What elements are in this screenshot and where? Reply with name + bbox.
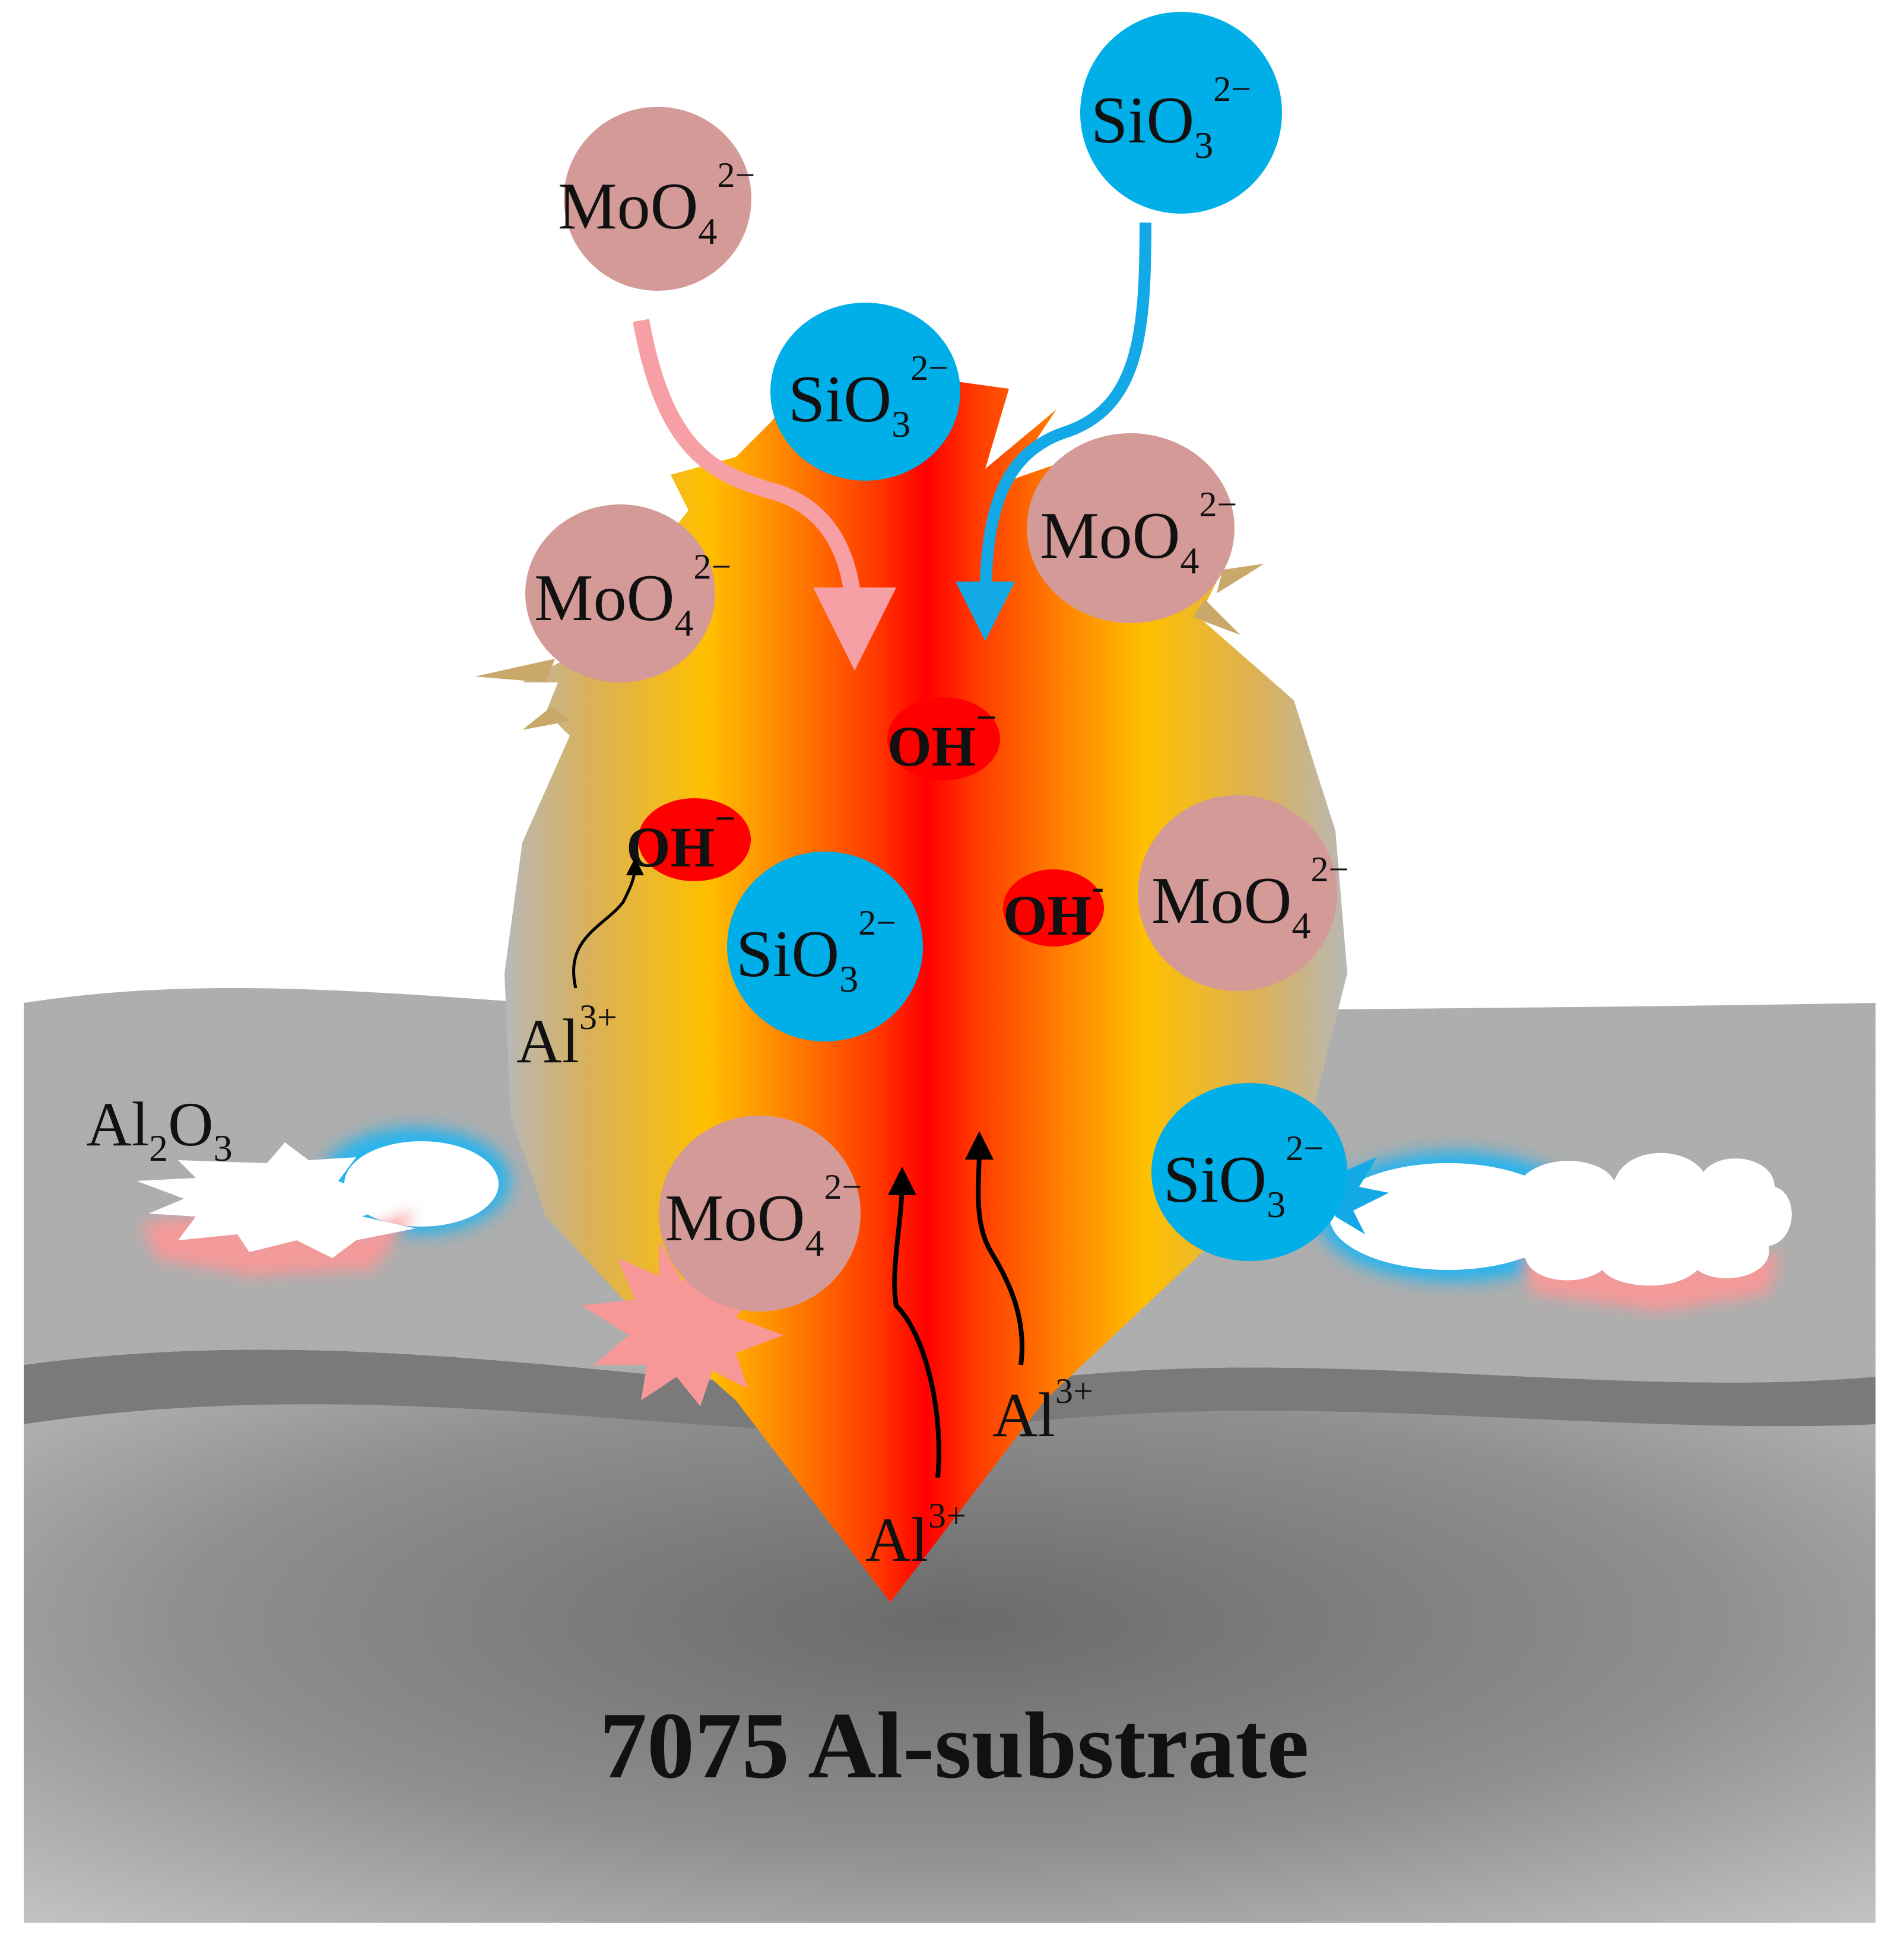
- molybdate-ion-top: MoO42−: [558, 107, 755, 291]
- silicate-ion-lower-right: SiO32−: [1151, 1083, 1347, 1261]
- hydroxide-ion-top: OH−: [887, 697, 1000, 780]
- molybdate-ion-lower: MoO42−: [659, 1116, 862, 1311]
- right-cloud-pore: [1497, 1153, 1792, 1285]
- silicate-ion-center: SiO32−: [727, 852, 923, 1041]
- silicate-ion-top-right: SiO32−: [1080, 12, 1282, 214]
- substrate-label: 7075 Al-substrate: [599, 1692, 1309, 1798]
- silicate-ion-top-center: SiO32−: [770, 303, 960, 481]
